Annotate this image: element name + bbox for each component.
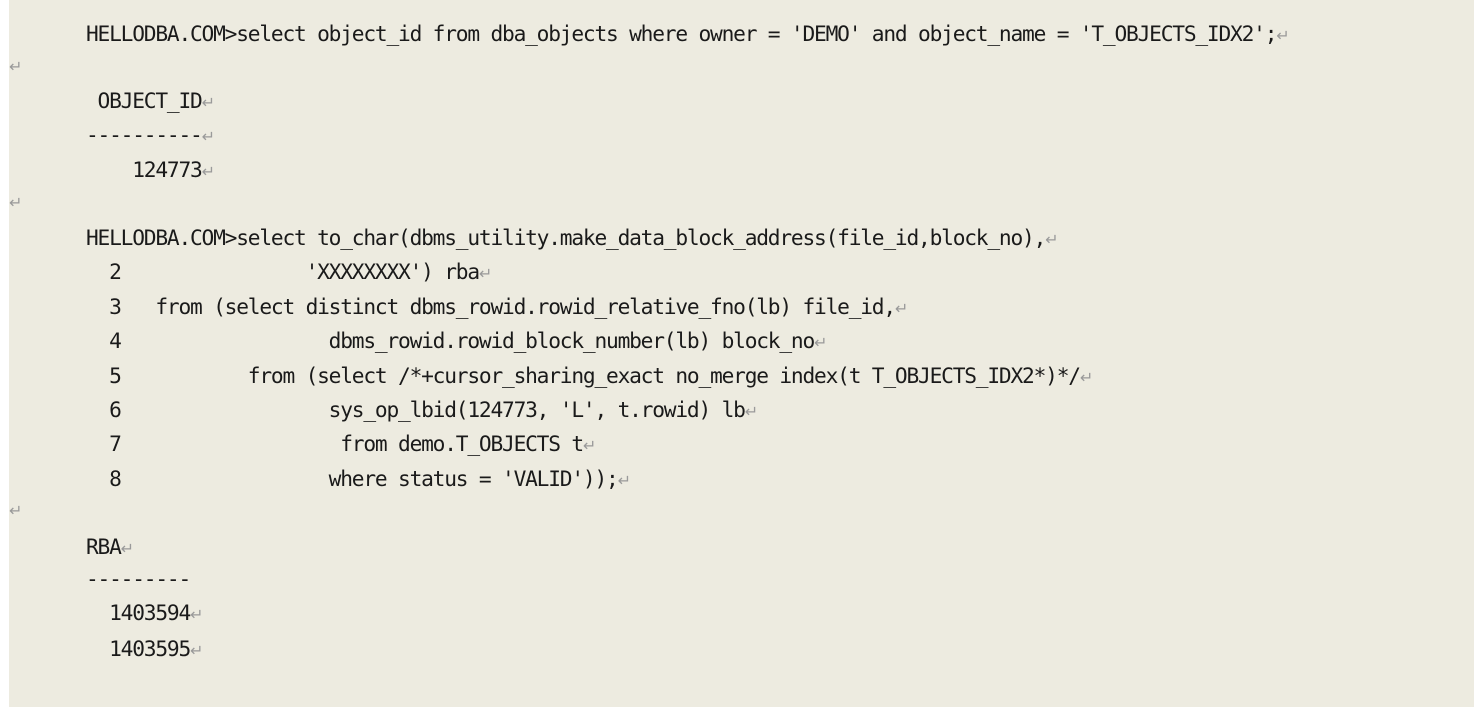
paragraph-mark-icon: ↵ xyxy=(9,501,23,520)
paragraph-mark-icon: ↵ xyxy=(120,539,135,558)
text-line: 1403594↵ xyxy=(86,598,203,628)
paragraph-mark-icon: ↵ xyxy=(744,402,759,421)
paragraph-mark-icon: ↵ xyxy=(617,471,631,490)
line-text: HELLODBA.COM>select object_id from dba_o… xyxy=(86,21,1277,46)
line-text: 7 from demo.T_OBJECTS t xyxy=(86,431,584,456)
line-text: 1403595 xyxy=(86,636,191,661)
paragraph-mark-icon: ↵ xyxy=(582,436,597,455)
paragraph-mark-icon: ↵ xyxy=(814,333,828,352)
text-line: 7 from demo.T_OBJECTS t↵ xyxy=(86,429,596,459)
line-text: OBJECT_ID xyxy=(86,88,203,113)
line-text: --------- xyxy=(86,566,191,591)
text-line: OBJECT_ID↵ xyxy=(86,86,215,116)
text-line: 2 'XXXXXXXX') rba↵ xyxy=(86,257,492,287)
paragraph-mark-icon: ↵ xyxy=(9,193,23,212)
text-line: 1403595↵ xyxy=(86,634,203,664)
text-line: HELLODBA.COM>select to_char(dbms_utility… xyxy=(86,223,1059,253)
paragraph-mark-icon: ↵ xyxy=(9,57,23,76)
paragraph-mark-icon: ↵ xyxy=(201,162,215,181)
line-text: 8 where status = 'VALID')); xyxy=(86,466,619,491)
line-text: 5 from (select /*+cursor_sharing_exact n… xyxy=(86,363,1081,388)
text-line: 6 sys_op_lbid(124773, 'L', t.rowid) lb↵ xyxy=(86,395,758,425)
text-line: RBA↵ xyxy=(86,532,134,562)
line-text: 1403594 xyxy=(86,600,191,625)
line-text: RBA xyxy=(86,534,122,559)
line-text: 4 dbms_rowid.rowid_block_number(lb) bloc… xyxy=(86,328,815,353)
line-text: ---------- xyxy=(86,122,203,147)
line-text: 3 from (select distinct dbms_rowid.rowid… xyxy=(86,294,896,319)
paragraph-mark-icon: ↵ xyxy=(1079,368,1094,387)
text-line: 4 dbms_rowid.rowid_block_number(lb) bloc… xyxy=(86,326,827,356)
text-line: 3 from (select distinct dbms_rowid.rowid… xyxy=(86,292,908,322)
paragraph-mark-icon: ↵ xyxy=(190,641,204,660)
paragraph-mark-icon: ↵ xyxy=(1045,230,1059,249)
line-text: 2 'XXXXXXXX') rba xyxy=(86,259,480,284)
paragraph-mark-icon: ↵ xyxy=(894,299,909,318)
text-line: 8 where status = 'VALID'));↵ xyxy=(86,464,631,494)
line-text: HELLODBA.COM>select to_char(dbms_utility… xyxy=(86,225,1046,250)
paragraph-mark-icon: ↵ xyxy=(201,127,215,146)
text-line: --------- xyxy=(86,564,191,594)
text-line: HELLODBA.COM>select object_id from dba_o… xyxy=(86,19,1290,49)
document-page: HELLODBA.COM>select object_id from dba_o… xyxy=(9,0,1474,707)
line-text: 124773 xyxy=(86,157,203,182)
text-line: ----------↵ xyxy=(86,120,215,150)
paragraph-mark-icon: ↵ xyxy=(201,93,215,112)
paragraph-mark-icon: ↵ xyxy=(478,264,493,283)
paragraph-mark-icon: ↵ xyxy=(1276,26,1290,45)
text-line: 124773↵ xyxy=(86,155,215,185)
line-text: 6 sys_op_lbid(124773, 'L', t.rowid) lb xyxy=(86,397,746,422)
text-line: 5 from (select /*+cursor_sharing_exact n… xyxy=(86,361,1093,391)
paragraph-mark-icon: ↵ xyxy=(190,605,204,624)
